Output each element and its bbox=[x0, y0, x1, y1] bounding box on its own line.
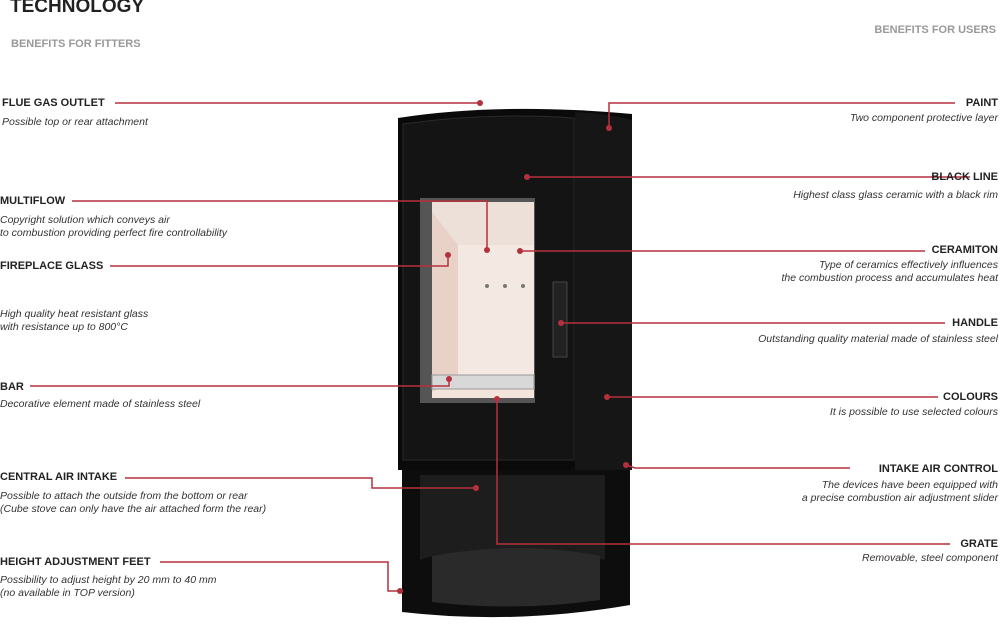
leader-lines bbox=[30, 102, 970, 592]
feature-label: HANDLE bbox=[952, 317, 998, 329]
feature-desc: Decorative element made of stainless ste… bbox=[0, 398, 201, 410]
feature-label: BAR bbox=[0, 381, 24, 393]
feature-desc: High quality heat resistant glass with r… bbox=[0, 308, 149, 333]
feature-label: HEIGHT ADJUSTMENT FEET bbox=[0, 556, 151, 568]
leader-dots bbox=[397, 100, 629, 594]
feature-desc: The devices have been equipped with a pr… bbox=[801, 479, 998, 504]
feature-desc: Removable, steel component bbox=[862, 552, 998, 564]
feature-label: BLACK LINE bbox=[931, 171, 998, 183]
feature-label: MULTIFLOW bbox=[0, 195, 66, 207]
feature-label: FLUE GAS OUTLET bbox=[2, 97, 105, 109]
page-title: TECHNOLOGY bbox=[10, 0, 145, 17]
feature-label: CENTRAL AIR INTAKE bbox=[0, 471, 118, 483]
feature-label: COLOURS bbox=[943, 391, 998, 403]
feature-desc: Highest class glass ceramic with a black… bbox=[793, 189, 998, 201]
feature-label: FIREPLACE GLASS bbox=[0, 260, 104, 272]
feature-desc: Possible top or rear attachment bbox=[2, 116, 148, 128]
feature-label: GRATE bbox=[960, 538, 998, 550]
feature-desc: It is possible to use selected colours bbox=[829, 406, 998, 418]
feature-desc: Copyright solution which conveys air to … bbox=[0, 214, 228, 239]
feature-desc: Two component protective layer bbox=[849, 112, 998, 124]
pedestal-opening bbox=[432, 548, 600, 607]
feature-label: PAINT bbox=[965, 97, 998, 109]
left-header: BENEFITS FOR FITTERS bbox=[11, 38, 141, 50]
feature-desc: Type of ceramics effectively influences … bbox=[781, 259, 998, 284]
right-header: BENEFITS FOR USERS bbox=[874, 24, 996, 36]
feature-desc: Possible to attach the outside from the … bbox=[0, 490, 267, 515]
bar bbox=[431, 374, 535, 390]
feature-label: INTAKE AIR CONTROL bbox=[878, 463, 998, 475]
feature-label: CERAMITON bbox=[931, 244, 998, 256]
feature-desc: Possibility to adjust height by 20 mm to… bbox=[0, 574, 217, 599]
feature-desc: Outstanding quality material made of sta… bbox=[758, 333, 998, 345]
handle bbox=[552, 281, 568, 358]
